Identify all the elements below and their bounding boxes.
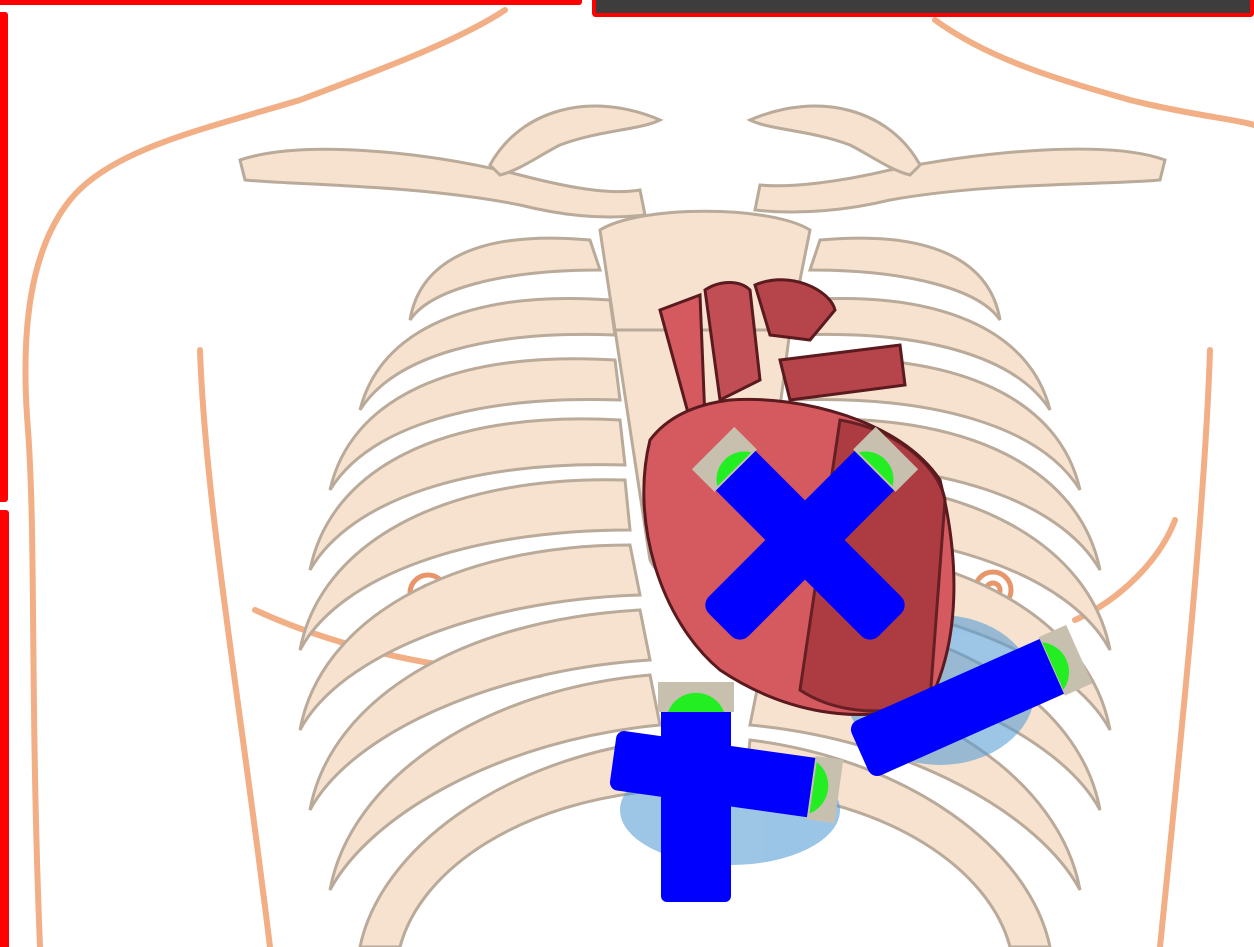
selection-frame-left-lower	[0, 510, 9, 947]
selection-frame-left-upper	[0, 12, 8, 502]
selection-frame-top-left	[0, 0, 582, 5]
selection-frame-top-right	[592, 0, 1254, 17]
